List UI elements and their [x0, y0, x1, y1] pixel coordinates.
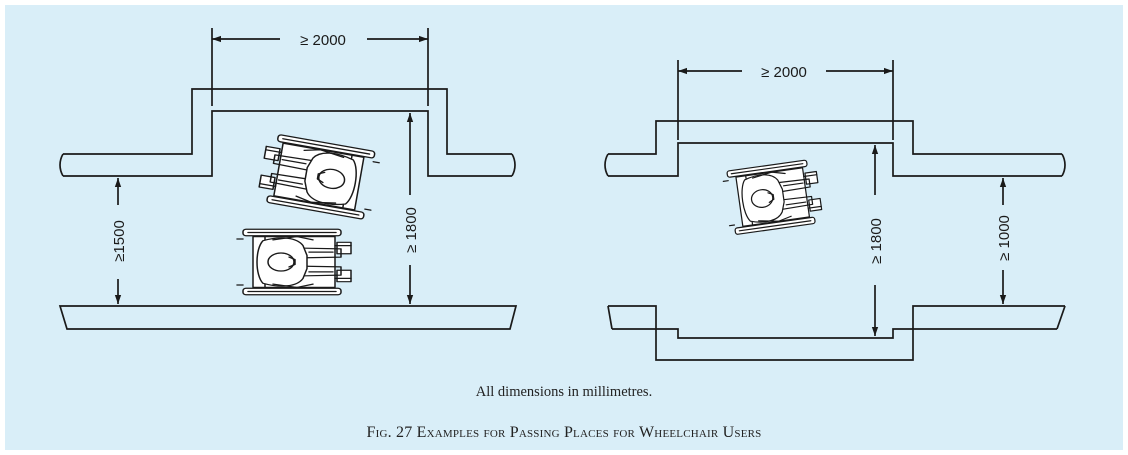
left-upper-wall-outer	[63, 88, 512, 155]
wheelchair-user-icon	[721, 158, 825, 236]
dimensions-note: All dimensions in millimetres.	[475, 384, 653, 400]
figure-caption: Fig. 27 Examples for Passing Places for …	[366, 424, 762, 441]
left-width-label: ≥ 2000	[300, 32, 346, 49]
right-upper-wall-outer	[608, 120, 1062, 155]
right-bay-label: ≥ 1800	[868, 218, 885, 264]
wheelchair-user-icon	[256, 132, 382, 222]
right-lower-wall-outer	[612, 328, 1057, 339]
right-wheelchair-user	[721, 158, 825, 236]
left-lower-wall	[58, 305, 518, 330]
right-corridor-label: ≥ 1000	[996, 215, 1013, 261]
left-example	[58, 28, 518, 330]
right-lower-wall-inner	[608, 305, 1065, 361]
right-width-label: ≥ 2000	[761, 64, 807, 81]
left-wheelchair-user-1	[256, 132, 382, 222]
left-wheelchair-user-2	[236, 228, 352, 296]
left-upper-wall-inner	[63, 110, 512, 177]
left-corridor-label: ≥1500	[111, 220, 128, 262]
right-upper-wall-inner	[608, 142, 1062, 177]
wheelchair-user-icon	[236, 228, 352, 296]
left-bay-label: ≥ 1800	[403, 207, 420, 253]
right-example	[604, 60, 1066, 361]
figure-panel	[5, 5, 1123, 450]
